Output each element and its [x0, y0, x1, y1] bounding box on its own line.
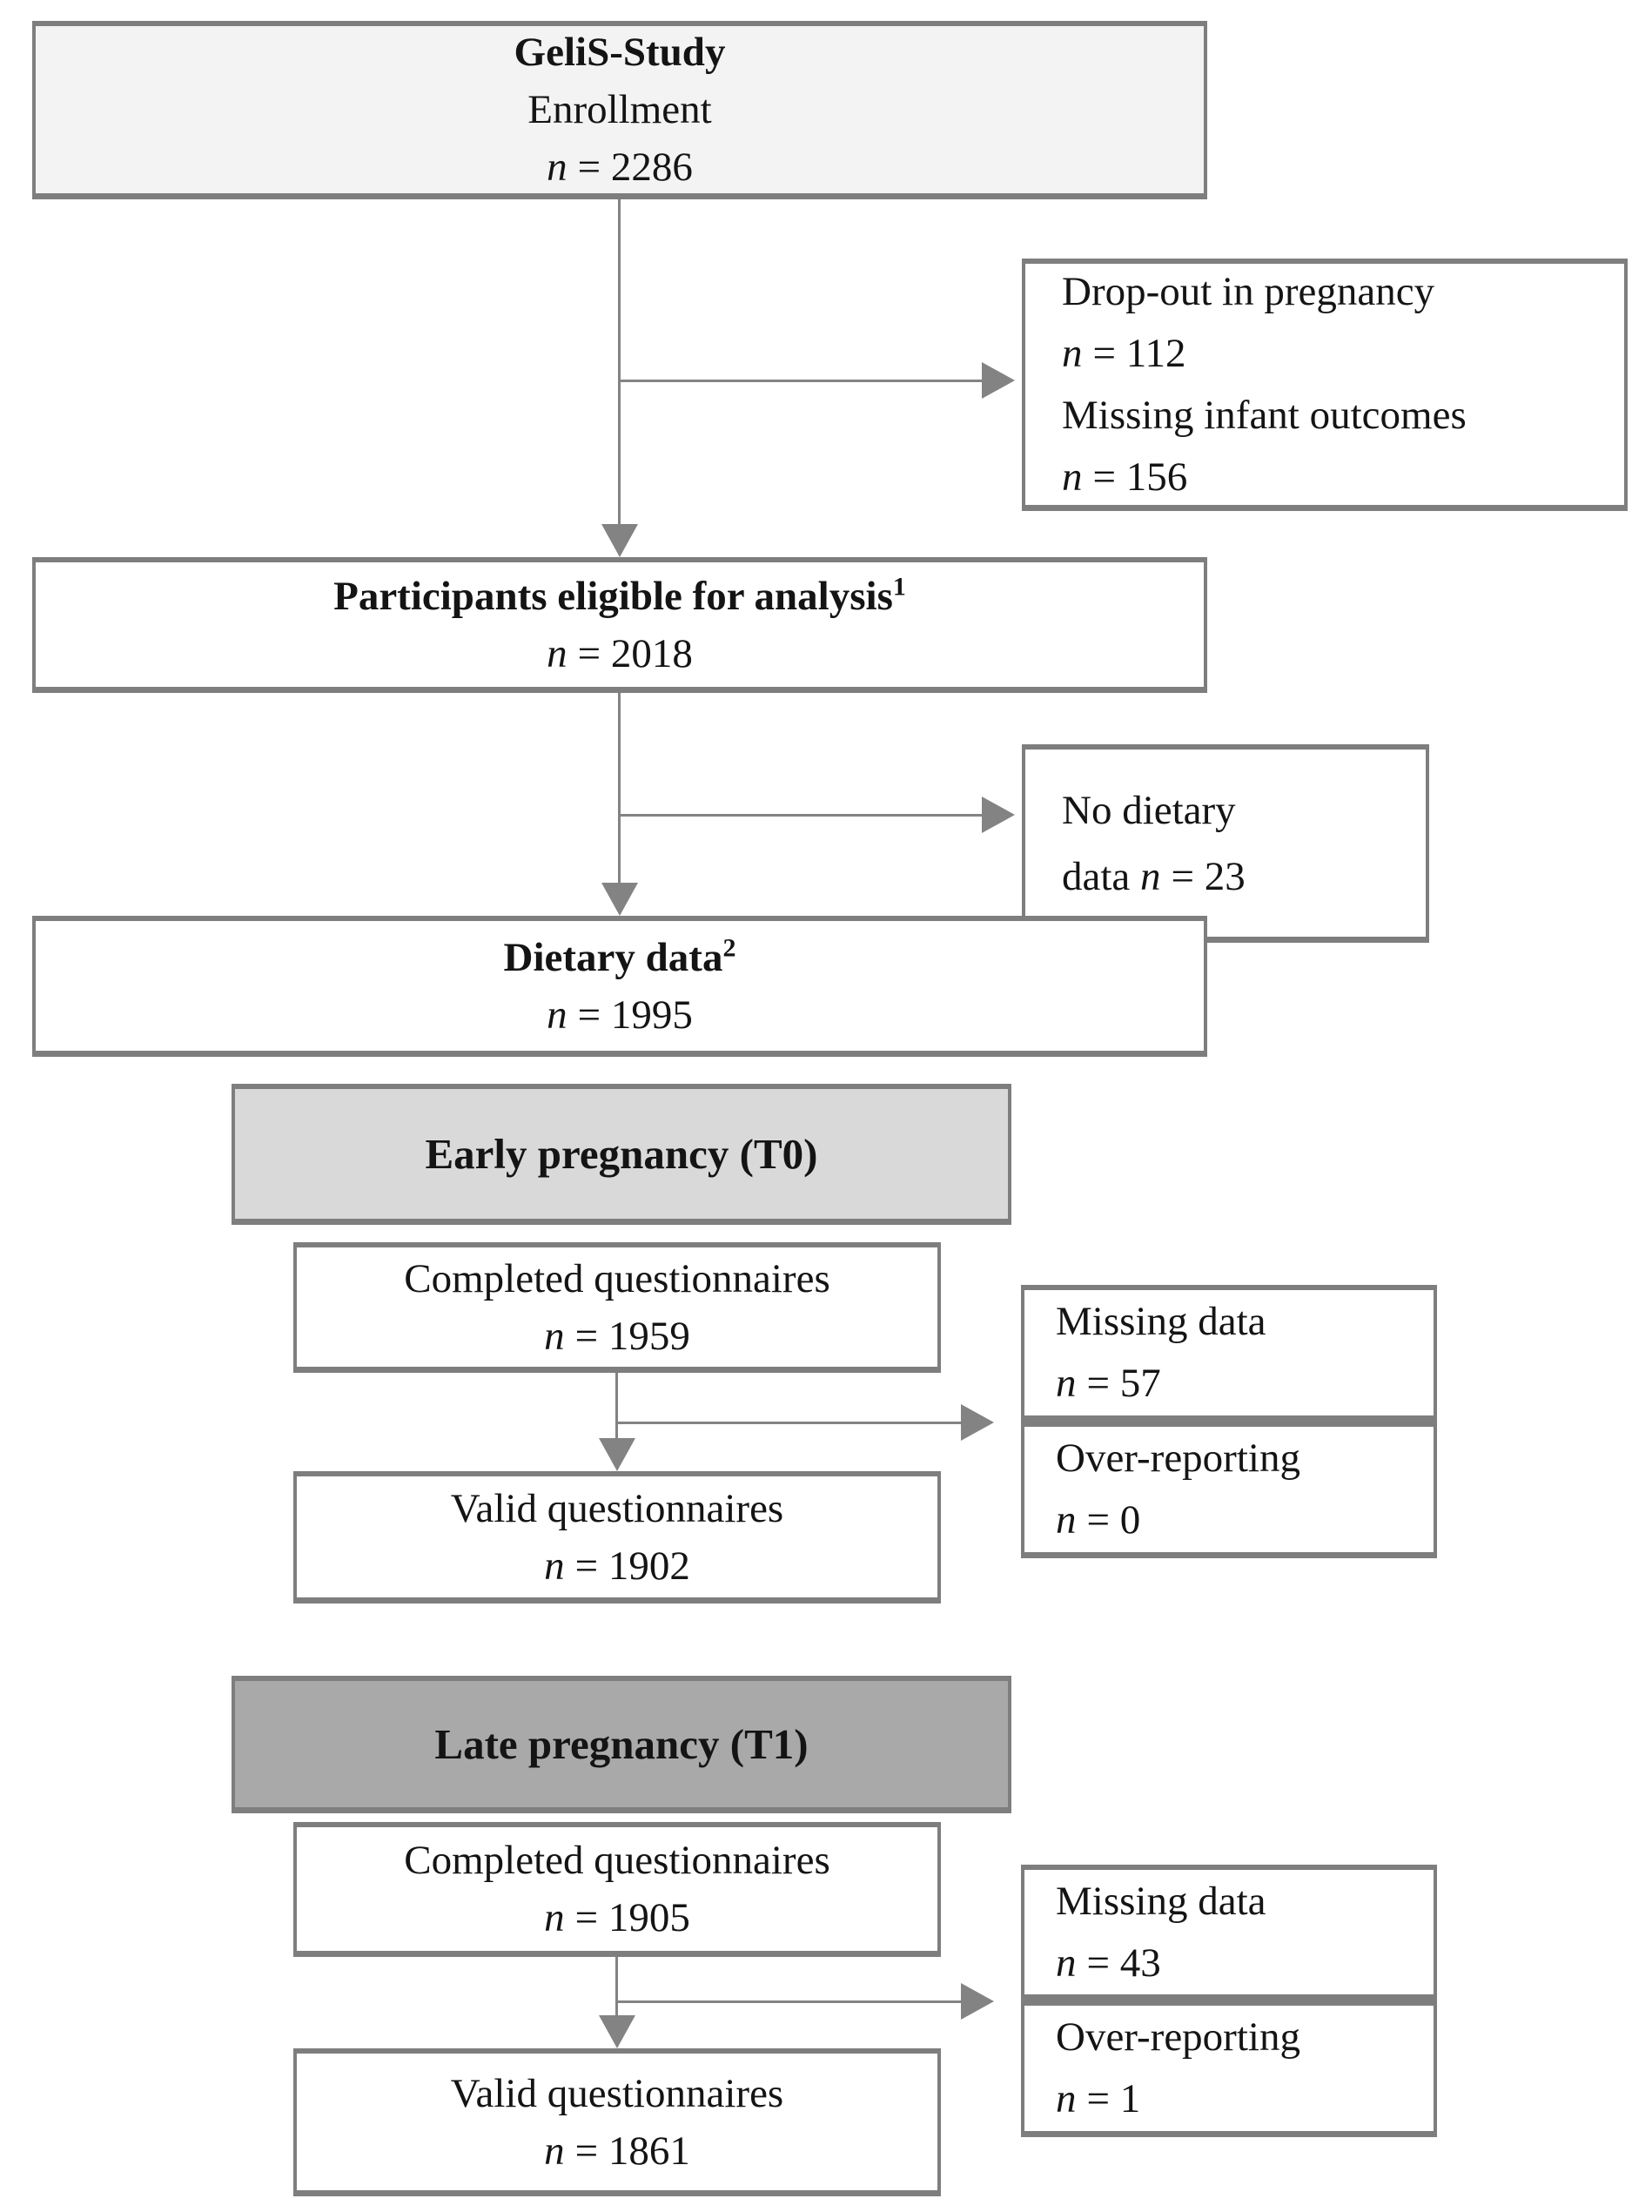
- branch-to-t1-missing: [617, 2000, 961, 2003]
- t0-missing-box: Missing data n= 57: [1021, 1285, 1437, 1422]
- t0-missing-count: n= 57: [1056, 1361, 1161, 1406]
- t0-completed-box: Completed questionnaires n= 1959: [293, 1242, 941, 1373]
- t1-missing-count: n= 43: [1056, 1940, 1161, 1986]
- arrowhead-right-no-dietary: [982, 797, 1015, 833]
- t1-missing-label: Missing data: [1056, 1878, 1266, 1924]
- t0-completed-count: n= 1959: [544, 1313, 690, 1359]
- t1-over-label: Over-reporting: [1056, 2014, 1300, 2060]
- t0-header-box: Early pregnancy (T0): [232, 1084, 1011, 1225]
- no-dietary-box: No dietary data n= 23: [1022, 744, 1429, 943]
- t0-valid-box: Valid questionnaires n= 1902: [293, 1471, 941, 1604]
- enrollment-subtitle: Enrollment: [527, 87, 712, 132]
- enrollment-title: GeliS-Study: [514, 30, 726, 75]
- t1-header-box: Late pregnancy (T1): [232, 1676, 1011, 1813]
- t0-header-title: Early pregnancy (T0): [425, 1130, 818, 1178]
- arrowhead-down-dietary: [601, 883, 638, 916]
- arrowhead-right-t1-missing: [961, 1983, 994, 2020]
- t1-completed-count: n= 1905: [544, 1895, 690, 1940]
- t1-valid-box: Valid questionnaires n= 1861: [293, 2048, 941, 2196]
- connector-enrollment-to-eligible: [618, 199, 621, 526]
- t1-completed-box: Completed questionnaires n= 1905: [293, 1822, 941, 1957]
- branch-to-no-dietary: [620, 814, 982, 817]
- enrollment-count: n= 2286: [547, 145, 693, 190]
- arrowhead-down-eligible: [601, 524, 638, 557]
- no-dietary-line2: data n= 23: [1062, 853, 1246, 899]
- footnote-1-marker: 1: [892, 571, 906, 601]
- t1-valid-title: Valid questionnaires: [450, 2070, 784, 2116]
- t0-completed-title: Completed questionnaires: [404, 1255, 830, 1301]
- arrowhead-down-t0-valid: [599, 1438, 635, 1471]
- connector-t1-completed-to-valid: [615, 1957, 618, 2017]
- t0-over-reporting-box: Over-reporting n= 0: [1021, 1422, 1437, 1558]
- eligible-box: Participants eligible for analysis1 n= 2…: [32, 557, 1207, 693]
- dropout-label-2: Missing infant outcomes: [1062, 392, 1467, 438]
- dropout-box: Drop-out in pregnancy n= 112 Missing inf…: [1022, 259, 1628, 511]
- dietary-title: Dietary data2: [503, 932, 736, 980]
- t0-over-label: Over-reporting: [1056, 1435, 1300, 1481]
- arrowhead-right-t0-missing: [961, 1404, 994, 1441]
- dropout-count-2: n= 156: [1062, 454, 1188, 500]
- t0-over-count: n= 0: [1056, 1497, 1141, 1543]
- eligible-title: Participants eligible for analysis1: [333, 571, 906, 619]
- enrollment-box: GeliS-Study Enrollment n= 2286: [32, 21, 1207, 199]
- footnote-2-marker: 2: [722, 932, 736, 962]
- branch-to-dropout: [620, 380, 982, 382]
- connector-t0-completed-to-valid: [615, 1373, 618, 1440]
- t1-missing-box: Missing data n= 43: [1021, 1865, 1437, 2000]
- t1-over-reporting-box: Over-reporting n= 1: [1021, 2000, 1437, 2137]
- dietary-box: Dietary data2 n= 1995: [32, 916, 1207, 1057]
- dropout-label-1: Drop-out in pregnancy: [1062, 268, 1435, 314]
- dietary-count: n= 1995: [547, 992, 693, 1038]
- t1-completed-title: Completed questionnaires: [404, 1838, 830, 1883]
- arrowhead-right-dropout: [982, 362, 1015, 399]
- t0-valid-count: n= 1902: [544, 1543, 690, 1589]
- branch-to-t0-missing: [617, 1422, 961, 1424]
- t1-header-title: Late pregnancy (T1): [434, 1720, 809, 1768]
- t1-valid-count: n= 1861: [544, 2128, 690, 2174]
- t1-over-count: n= 1: [1056, 2076, 1141, 2121]
- t0-missing-label: Missing data: [1056, 1299, 1266, 1344]
- dropout-count-1: n= 112: [1062, 330, 1186, 376]
- no-dietary-line1: No dietary: [1062, 787, 1236, 833]
- eligible-count: n= 2018: [547, 630, 693, 676]
- connector-eligible-to-dietary: [618, 693, 621, 884]
- t0-valid-title: Valid questionnaires: [450, 1485, 784, 1531]
- arrowhead-down-t1-valid: [599, 2015, 635, 2048]
